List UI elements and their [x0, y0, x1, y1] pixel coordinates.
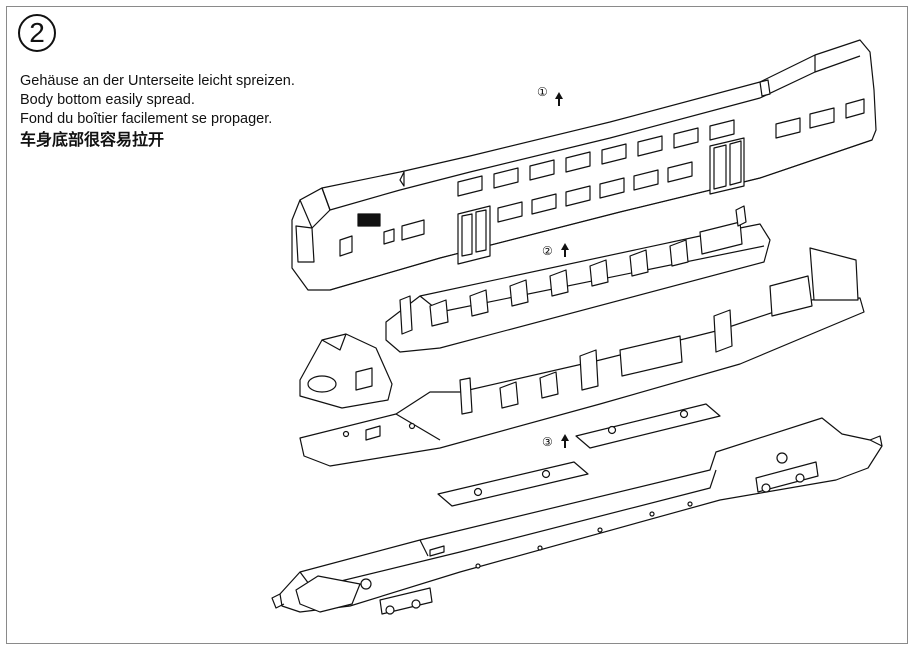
arrow-up-icon	[561, 434, 569, 448]
weight-plate-lower	[437, 461, 589, 507]
instruction-german: Gehäuse an der Unterseite leicht spreize…	[20, 73, 295, 89]
upper-interior-seat-unit	[385, 205, 771, 353]
chassis-underframe	[271, 417, 883, 615]
arrow-up-icon	[561, 243, 569, 257]
car-body-shell	[291, 39, 877, 291]
step-number-badge: 2	[18, 14, 56, 52]
roof-vent-icon	[357, 213, 381, 227]
weight-plate-upper	[575, 403, 721, 449]
instruction-chinese: 车身底部很容易拉开	[20, 132, 165, 149]
end-cab-module	[299, 333, 393, 409]
instruction-french: Fond du boîtier facilement se propager.	[20, 111, 273, 127]
callout-1: ①	[537, 85, 548, 99]
arrow-up-icon	[555, 92, 563, 106]
callout-2: ②	[542, 244, 553, 258]
instruction-english: Body bottom easily spread.	[20, 92, 195, 108]
instruction-text-block: Gehäuse an der Unterseite leicht spreize…	[20, 72, 295, 152]
step-number: 2	[29, 17, 45, 48]
lower-interior-seat-unit	[299, 247, 865, 467]
callout-3: ③	[542, 435, 553, 449]
